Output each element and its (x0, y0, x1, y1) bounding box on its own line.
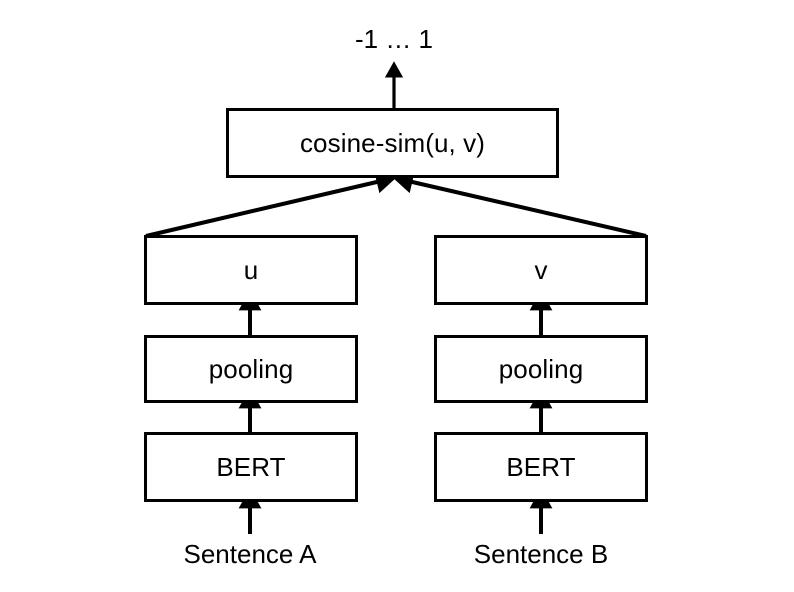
output-score-label: -1 … 1 (354, 24, 434, 54)
bert-node-right: BERT (434, 432, 648, 502)
pooling-node-right: pooling (434, 335, 648, 403)
embedding-v-node: v (434, 235, 648, 305)
arrow-u-to-cosine (145, 170, 397, 238)
arrow-v-to-cosine (392, 170, 647, 238)
pooling-node-left: pooling (144, 335, 358, 403)
input-label-sentence-a: Sentence A (183, 539, 317, 569)
cosine-similarity-node: cosine-sim(u, v) (226, 108, 559, 178)
input-label-sentence-b: Sentence B (473, 539, 609, 569)
bert-node-left: BERT (144, 432, 358, 502)
embedding-u-node: u (144, 235, 358, 305)
